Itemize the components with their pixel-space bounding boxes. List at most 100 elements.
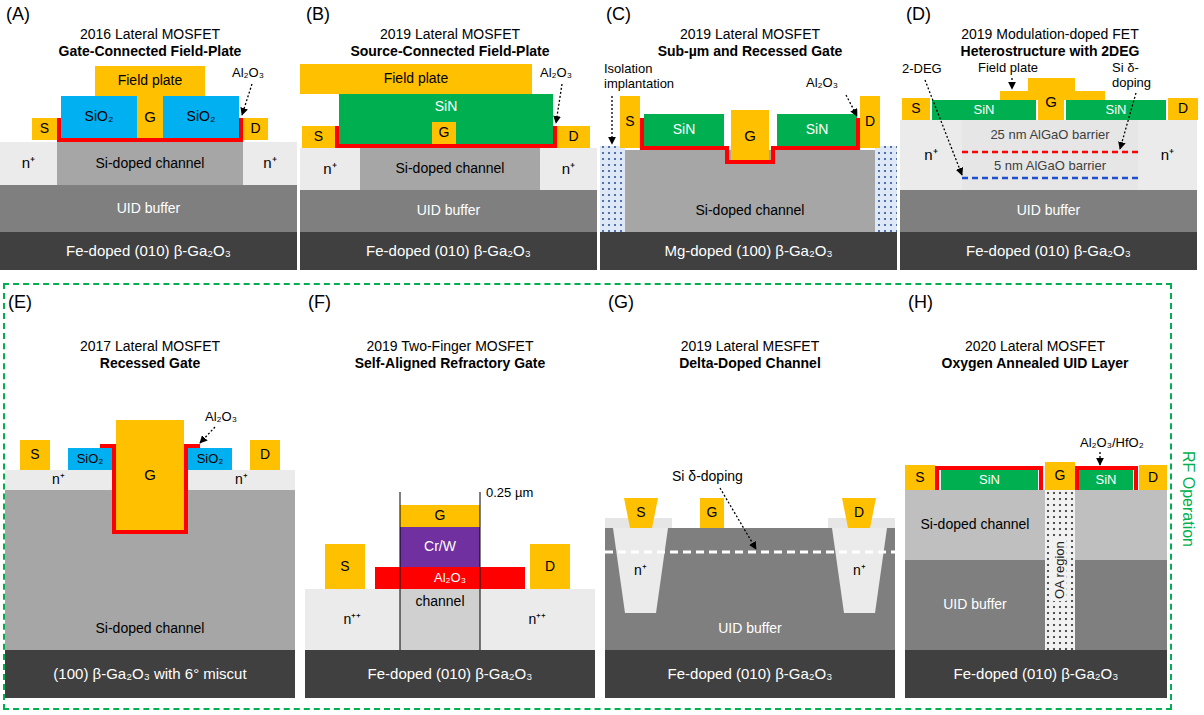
panel-title: 2019 Modulation-doped FET: [900, 26, 1200, 42]
metal-electrode: S: [620, 96, 640, 148]
panel-letter: (C): [606, 4, 650, 25]
layer-label: G: [1055, 468, 1066, 483]
device-layer: Si-doped channel: [905, 490, 1045, 560]
dimension-line: [400, 492, 401, 650]
layer-label: n⁺⁺: [344, 612, 362, 627]
metal-electrode: S: [902, 98, 930, 120]
contact-region: n⁺: [243, 142, 297, 185]
contact-region: n⁺: [613, 528, 668, 613]
layer-label: UID buffer: [117, 201, 181, 216]
substrate-layer: Fe-doped (010) β-Ga₂O₃: [0, 232, 297, 270]
layer-label: Field plate: [118, 73, 183, 88]
layer-label: Fe-doped (010) β-Ga₂O₃: [966, 243, 1131, 260]
metal-electrode: D: [243, 118, 268, 140]
layer-label: n⁺: [924, 147, 937, 164]
metal-electrode: Field plate: [300, 64, 532, 94]
nitride-dielectric: SiN: [941, 470, 1038, 490]
panel-letter: (H): [908, 292, 952, 313]
layer-label: SiN: [435, 99, 458, 114]
annotation-label: Al₂O₃: [232, 66, 292, 81]
leader-line: [200, 78, 1136, 549]
panel-title: Heterostructure with 2DEG: [900, 43, 1200, 59]
annotation-label: Si δ-doping: [1112, 61, 1164, 91]
panel-letter: (B): [306, 4, 350, 25]
layer-label: G: [744, 128, 756, 145]
channel-layer: Si-doped channel: [360, 148, 540, 190]
annotation-label: Field plate: [978, 61, 1058, 76]
metal-electrode: G: [400, 505, 480, 527]
layer-label: OA region: [1053, 539, 1067, 601]
layer-label: S: [340, 559, 349, 574]
layer-label: Fe-doped (010) β-Ga₂O₃: [954, 666, 1119, 683]
layer-label: SiN: [1106, 103, 1127, 117]
annotation-label: 0.25 µm: [486, 486, 556, 501]
layer-label: S: [40, 121, 49, 136]
layer-label: 5 nm AlGaO barrier: [994, 159, 1106, 173]
layer-label: Si-doped channel: [921, 517, 1030, 532]
panel-letter: (D): [906, 4, 950, 25]
annotation-label: Al₂O₃: [540, 66, 600, 81]
substrate-layer: Fe-doped (010) β-Ga₂O₃: [605, 650, 895, 698]
layer-label: n⁺⁺: [529, 612, 547, 627]
layer-label: SiN: [806, 122, 829, 137]
annotation-label: Al₂O₃/HfO₂: [1080, 436, 1180, 451]
layer-label: D: [250, 121, 260, 136]
annotation-label: Al₂O₃: [205, 410, 265, 425]
substrate-layer: Fe-doped (010) β-Ga₂O₃: [305, 650, 595, 698]
layer-label: n⁺: [634, 563, 647, 578]
panel-title: 2017 Lateral MOSFET: [0, 338, 300, 354]
oxide-layer: [59, 118, 1136, 532]
contact-region: n⁺⁺: [480, 589, 595, 650]
layer-label: S: [636, 505, 645, 520]
metal-electrode: D: [860, 96, 880, 148]
layer-label: Si-doped channel: [696, 203, 805, 218]
layer-label: Field plate: [384, 71, 449, 86]
metal-electrode: G: [137, 96, 163, 138]
metal-electrode: D: [1168, 98, 1198, 120]
device-layer: channel: [400, 589, 480, 650]
panel-title: 2019 Lateral MOSFET: [600, 26, 900, 42]
layer-label: S: [625, 114, 634, 129]
panel-title: Source-Connected Field-Plate: [300, 43, 600, 59]
annotation-label: Si δ-doping: [672, 468, 782, 484]
contact-region: n⁺: [832, 528, 887, 613]
metal-electrode: G: [116, 420, 184, 530]
metal-electrode: S: [302, 126, 335, 148]
metal-electrode: S: [20, 440, 50, 470]
layer-label: n⁺: [323, 161, 336, 178]
oxide-dielectric: SiO₂: [188, 448, 232, 470]
layer-label: S: [314, 129, 323, 144]
buffer-layer: [1075, 560, 1167, 650]
buffer-layer: UID buffer: [905, 560, 1045, 650]
panel-letter: (F): [308, 292, 352, 313]
channel-layer: [1075, 490, 1167, 560]
panel-title: Recessed Gate: [0, 355, 300, 371]
panel-title: Delta-Doped Channel: [600, 355, 900, 371]
layer-label: SiO₂: [187, 109, 216, 124]
metal-electrode: D: [842, 498, 876, 528]
annotation-label: Isolation implantation: [604, 62, 696, 92]
annotation-label: Al₂O₃: [806, 76, 866, 91]
layer-label: D: [545, 559, 555, 574]
group-label: RF Operation: [1179, 450, 1197, 546]
panel-title: Sub-µm and Recessed Gate: [600, 43, 900, 59]
metal-electrode: S: [325, 544, 365, 589]
panel-letter: (G): [608, 292, 652, 313]
substrate-layer: (100) β-Ga₂O₃ with 6° miscut: [5, 650, 295, 698]
substrate-layer: Fe-doped (010) β-Ga₂O₃: [905, 650, 1167, 698]
metal-electrode: D: [557, 126, 590, 148]
layer-label: Si-doped channel: [396, 161, 505, 176]
device-layer: 25 nm AlGaO barrier: [962, 120, 1138, 150]
layer-label: D: [568, 129, 578, 144]
layer-label: SiO₂: [85, 109, 114, 124]
contact-region: n⁺⁺: [305, 589, 400, 650]
metal-electrode: D: [1139, 465, 1167, 490]
layer-label: Si-doped channel: [96, 156, 205, 171]
layer-label: channel: [415, 594, 464, 609]
metal-electrode: G: [1045, 462, 1075, 490]
layer-label: Fe-doped (010) β-Ga₂O₃: [366, 243, 531, 260]
metal-electrode: D: [250, 440, 280, 470]
contact-region: n⁺: [540, 148, 597, 190]
layer-label: UID buffer: [417, 203, 481, 218]
layer-label: n⁺: [263, 155, 276, 172]
